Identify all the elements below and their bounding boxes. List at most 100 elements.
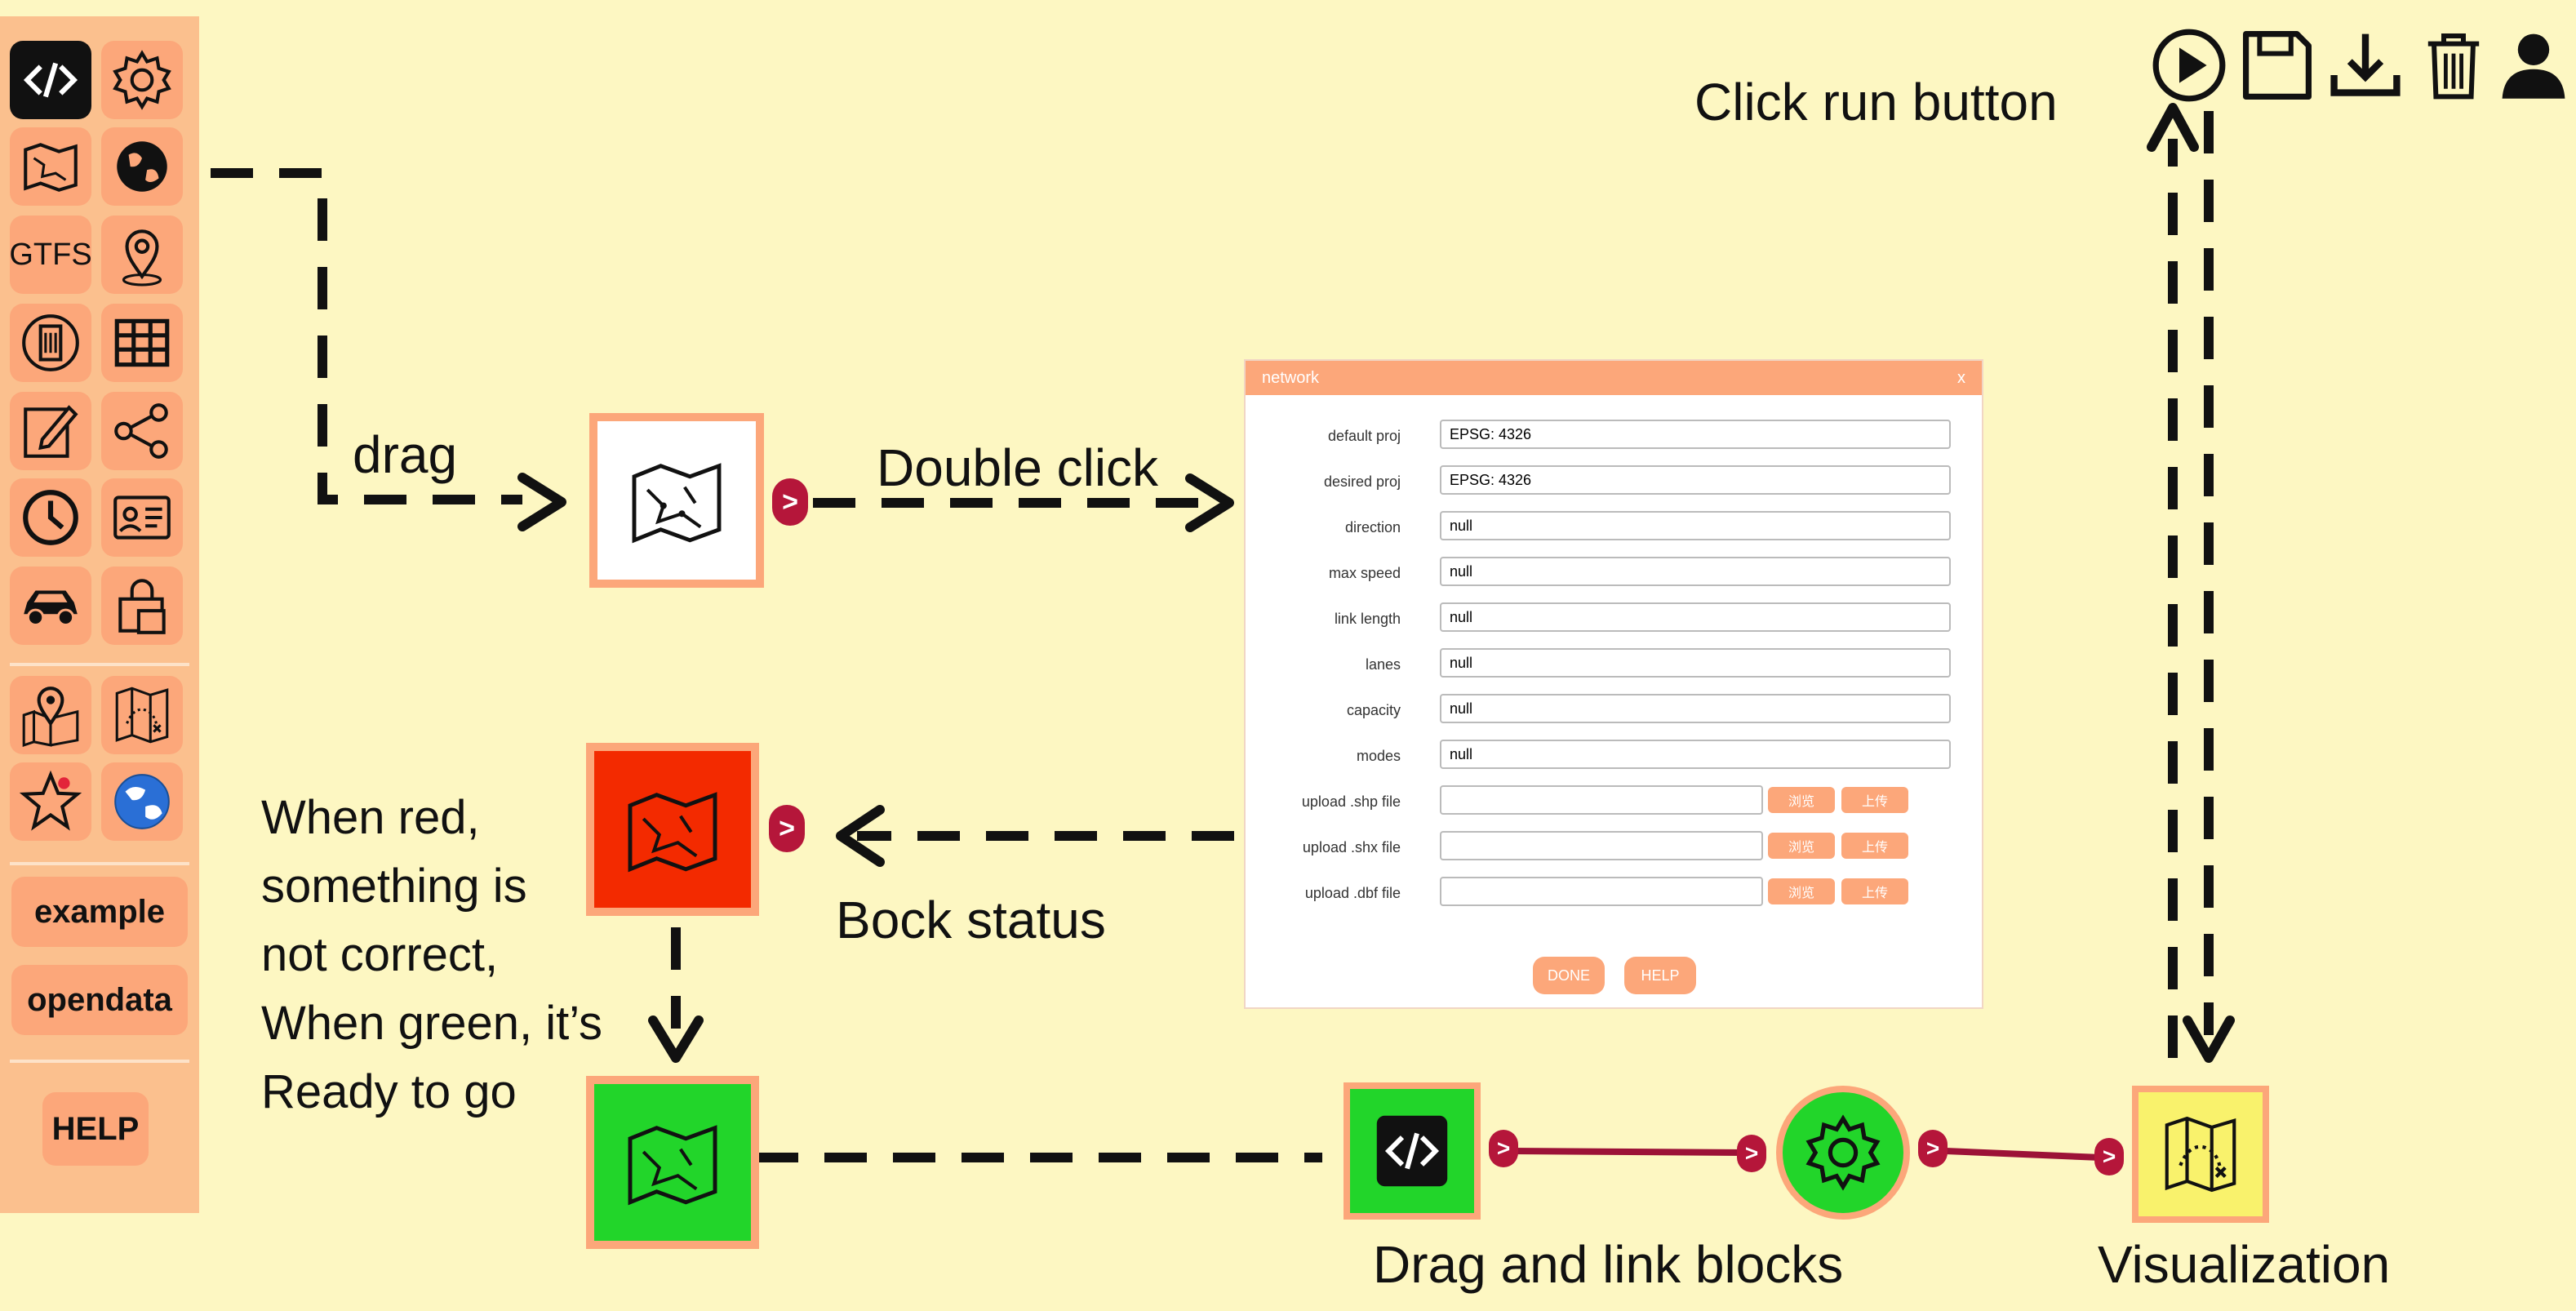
done-button[interactable]: DONE (1533, 957, 1605, 994)
save-button[interactable] (2236, 24, 2318, 106)
map-block-ready[interactable] (586, 1076, 759, 1249)
car-icon (24, 590, 78, 627)
trash-icon (2427, 33, 2480, 100)
map-icon (628, 792, 717, 873)
link-gear-to-vis (1945, 1148, 2102, 1161)
globe-icon (117, 141, 167, 192)
download-button[interactable] (2325, 24, 2406, 106)
field-row: direction (1246, 511, 1985, 544)
upload-dbf-button[interactable]: 上传 (1841, 878, 1908, 904)
upload-shp-button[interactable]: 上传 (1841, 787, 1908, 813)
field-row: modes (1246, 740, 1985, 772)
sidebar-help-button[interactable]: HELP (42, 1092, 149, 1166)
max-speed-input[interactable] (1440, 557, 1951, 586)
bag-block-tool[interactable] (101, 567, 183, 645)
field-label: capacity (1346, 702, 1401, 718)
gear-block-output-port[interactable]: > (1918, 1130, 1948, 1167)
double-click-label: Double click (877, 438, 1159, 497)
direction-input[interactable] (1440, 511, 1951, 540)
gear-icon (113, 50, 171, 110)
default-proj-input[interactable] (1440, 420, 1951, 449)
example-button[interactable]: example (11, 877, 188, 947)
map-icon (628, 1125, 717, 1206)
dbf-file-input[interactable] (1440, 877, 1763, 906)
code-block[interactable] (1344, 1082, 1481, 1220)
gear-block-input-port[interactable]: > (1737, 1135, 1766, 1172)
gear-block[interactable] (1776, 1086, 1910, 1220)
star-block-tool[interactable] (10, 762, 91, 841)
building-block-tool[interactable] (10, 304, 91, 382)
map-block-output-port[interactable]: > (772, 478, 808, 526)
map-block-error[interactable] (586, 743, 759, 916)
field-row: link length (1246, 602, 1985, 635)
lanes-input[interactable] (1440, 648, 1951, 678)
building-icon (22, 314, 79, 371)
vis-block-input-port[interactable]: > (2094, 1138, 2124, 1175)
clock-block-tool[interactable] (10, 478, 91, 557)
opendata-button[interactable]: opendata (11, 965, 188, 1035)
code-block-output-port[interactable]: > (1489, 1130, 1518, 1167)
delete-button[interactable] (2413, 24, 2494, 106)
shp-file-input[interactable] (1440, 785, 1763, 815)
field-label: lanes (1365, 656, 1401, 673)
click-run-label: Click run button (1694, 73, 2058, 131)
route-map-block-tool[interactable] (101, 676, 183, 754)
field-row: default proj (1246, 420, 1985, 452)
run-down-arrowhead (2183, 1015, 2235, 1063)
double-click-arrowhead (1185, 473, 1234, 532)
field-label: max speed (1328, 565, 1401, 581)
browse-dbf-button[interactable]: 浏览 (1768, 878, 1835, 904)
earth-block-tool[interactable] (101, 762, 183, 841)
gtfs-block-tool[interactable]: GTFS (9, 216, 92, 294)
car-block-tool[interactable] (10, 567, 91, 645)
shopping-bag-icon (118, 579, 166, 634)
dialog-header: network x (1246, 361, 1982, 395)
upload-row: upload .shp file 浏览 上传 (1246, 785, 1985, 818)
share-block-tool[interactable] (101, 392, 183, 470)
id-card-block-tool[interactable] (101, 478, 183, 557)
table-block-tool[interactable] (101, 304, 183, 382)
modes-input[interactable] (1440, 740, 1951, 769)
map-block-tool[interactable] (10, 127, 91, 206)
route-map-icon (2165, 1116, 2236, 1193)
dialog-close-button[interactable]: x (1957, 368, 1965, 387)
share-icon (114, 403, 168, 459)
browse-shx-button[interactable]: 浏览 (1768, 833, 1835, 859)
shx-file-input[interactable] (1440, 831, 1763, 860)
gear-block-tool[interactable] (101, 41, 183, 119)
drag-arrowhead (517, 473, 566, 531)
code-icon (23, 62, 78, 98)
field-row: max speed (1246, 557, 1985, 589)
field-label: link length (1334, 611, 1401, 627)
upload-row: upload .shx file 浏览 上传 (1246, 831, 1985, 864)
capacity-input[interactable] (1440, 694, 1951, 723)
drag-label: drag (353, 425, 458, 484)
error-block-output-port[interactable]: > (769, 805, 805, 852)
browse-shp-button[interactable]: 浏览 (1768, 787, 1835, 813)
code-block-tool[interactable] (10, 41, 91, 119)
down-arrowhead (648, 1015, 704, 1063)
upload-shx-button[interactable]: 上传 (1841, 833, 1908, 859)
map-icon (24, 143, 78, 192)
map-pin-block-tool[interactable] (10, 676, 91, 754)
grid-table-icon (114, 318, 170, 367)
run-up-arrowhead (2147, 103, 2199, 152)
globe-block-tool[interactable] (101, 127, 183, 206)
id-card-icon (113, 496, 171, 540)
location-block-tool[interactable] (101, 216, 183, 294)
edit-icon (24, 405, 78, 458)
map-icon (632, 463, 722, 544)
user-button[interactable] (2493, 24, 2574, 106)
sidebar-divider (10, 862, 189, 865)
earth-icon (114, 774, 170, 829)
edit-block-tool[interactable] (10, 392, 91, 470)
dialog-help-button[interactable]: HELP (1624, 957, 1696, 994)
block-status-label: Bock status (836, 891, 1106, 949)
desired-proj-input[interactable] (1440, 465, 1951, 495)
visualization-block[interactable] (2132, 1086, 2269, 1223)
run-button[interactable] (2148, 24, 2230, 106)
link-length-input[interactable] (1440, 602, 1951, 632)
map-block-new[interactable] (589, 413, 764, 588)
location-pin-icon (122, 229, 162, 287)
